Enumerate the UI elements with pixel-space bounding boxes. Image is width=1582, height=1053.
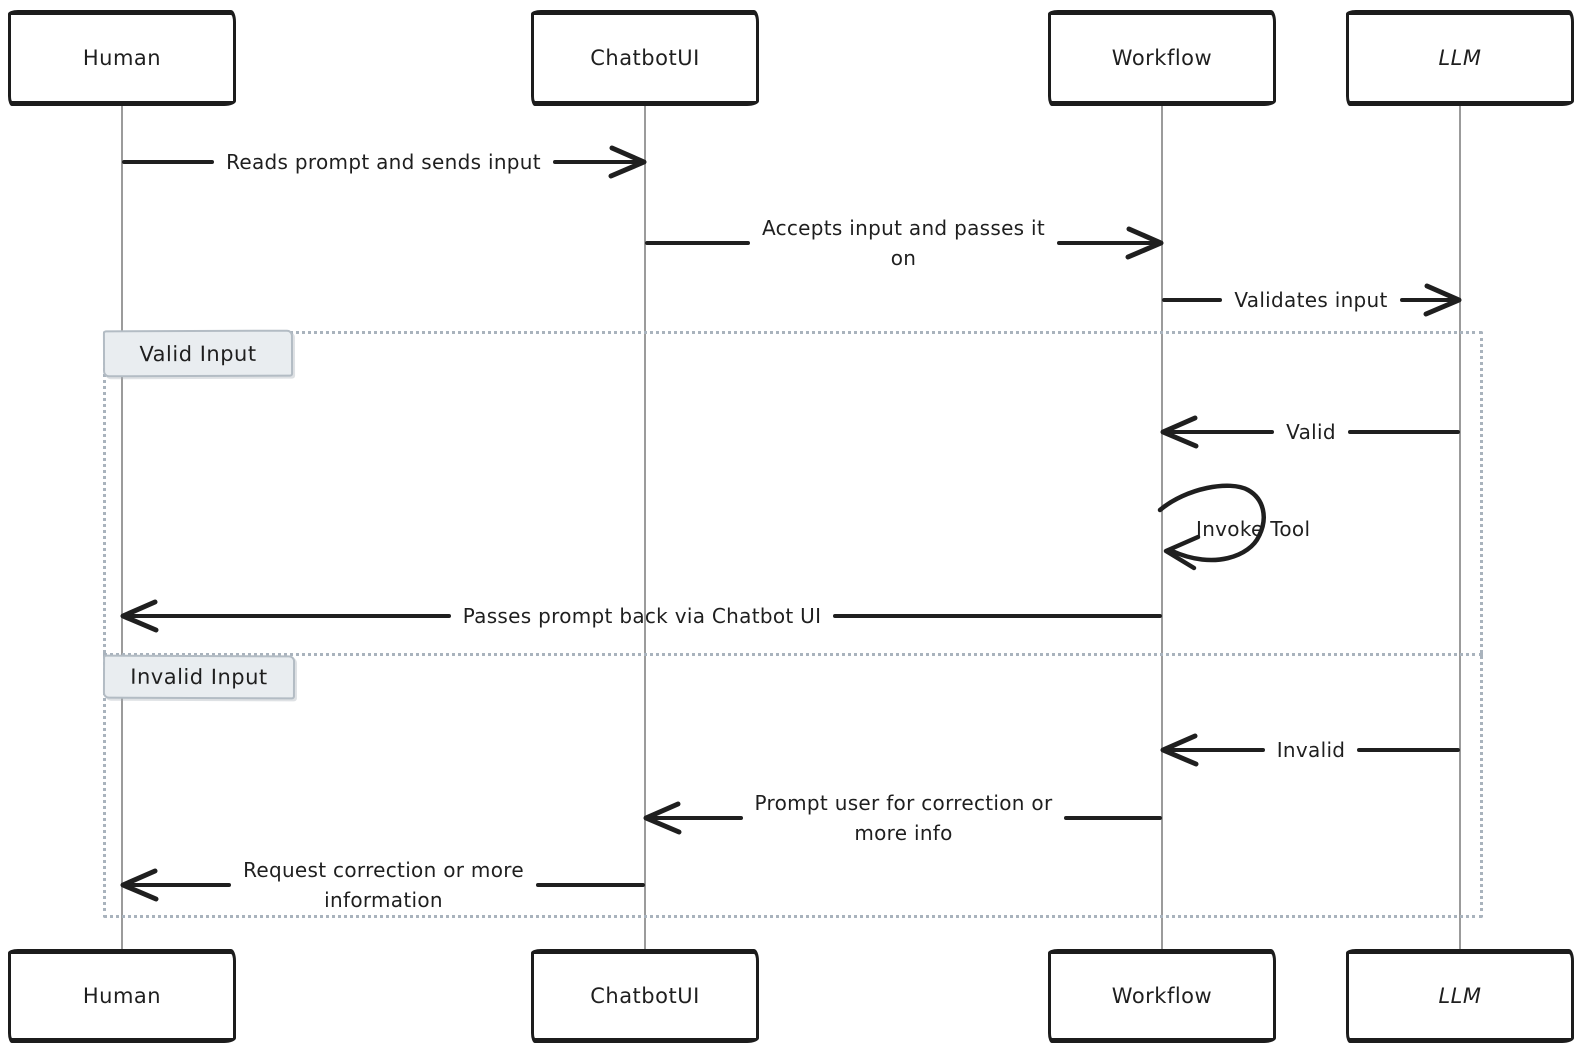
actor-box-llm-top: LLM	[1346, 10, 1574, 106]
actor-label-llm: LLM	[1438, 46, 1482, 70]
actor-box-workflow-top: Workflow	[1048, 10, 1276, 106]
message-request-correction: Request correction or more information	[120, 855, 646, 915]
alt-frame-divider	[103, 653, 1483, 656]
message-passes-prompt-back: Passes prompt back via Chatbot UI	[120, 599, 1163, 633]
arrowhead-left-icon	[118, 867, 162, 903]
message-line	[1162, 430, 1275, 434]
message-label: Validates input	[1234, 288, 1388, 312]
message-label: Valid	[1286, 420, 1336, 444]
lifeline-chatbotui	[644, 106, 646, 949]
message-line	[122, 614, 451, 618]
message-line	[1347, 430, 1461, 434]
alt-section-label-valid: Valid Input	[102, 329, 294, 378]
lifeline-llm	[1459, 106, 1461, 949]
message-line	[833, 614, 1163, 618]
actor-box-human-top: Human	[8, 10, 236, 106]
message-line	[1357, 748, 1461, 752]
alt-section-label-invalid-text: Invalid Input	[130, 664, 268, 690]
arrowhead-left-icon	[118, 598, 162, 634]
alt-section-label-invalid: Invalid Input	[102, 654, 296, 700]
message-label: Request correction or more information	[243, 858, 524, 912]
actor-box-human-bottom: Human	[8, 949, 236, 1043]
message-line	[1057, 241, 1163, 245]
actor-label-human: Human	[82, 46, 162, 70]
message-validates-input: Validates input	[1162, 283, 1462, 317]
arrowhead-right-icon	[605, 144, 649, 180]
actor-box-chatbotui-top: ChatbotUI	[531, 10, 759, 106]
message-invoke-tool: Invoke Tool	[1196, 517, 1311, 541]
actor-box-chatbotui-bottom: ChatbotUI	[531, 949, 759, 1043]
message-line	[1162, 748, 1265, 752]
alt-section-label-valid-text: Valid Input	[139, 341, 257, 366]
actor-label-workflow: Workflow	[1111, 984, 1213, 1008]
message-line	[122, 883, 232, 887]
message-prompt-user-correction: Prompt user for correction or more info	[643, 788, 1162, 848]
actor-label-chatbotui: ChatbotUI	[590, 984, 700, 1008]
arrowhead-left-icon	[1158, 732, 1202, 768]
message-label: Reads prompt and sends input	[226, 150, 541, 174]
message-line	[552, 160, 646, 164]
actor-label-human: Human	[82, 984, 162, 1008]
message-line	[122, 160, 215, 164]
arrowhead-right-icon	[1122, 225, 1166, 261]
self-loop-arrow-icon	[1156, 478, 1280, 582]
message-label: Accepts input and passes it on	[761, 216, 1046, 270]
actor-box-workflow-bottom: Workflow	[1048, 949, 1276, 1043]
message-accepts-input: Accepts input and passes it on	[645, 213, 1164, 273]
actor-label-chatbotui: ChatbotUI	[590, 46, 700, 70]
arrowhead-left-icon	[1158, 414, 1202, 450]
message-line	[1064, 816, 1162, 820]
message-label: Prompt user for correction or more info	[754, 791, 1053, 845]
message-invalid: Invalid	[1160, 733, 1461, 767]
actor-box-llm-bottom: LLM	[1346, 949, 1574, 1043]
message-line	[645, 241, 750, 245]
message-valid: Valid	[1160, 415, 1461, 449]
arrowhead-left-icon	[641, 800, 685, 836]
message-label: Passes prompt back via Chatbot UI	[462, 604, 822, 628]
message-label: Invalid	[1276, 738, 1346, 762]
message-line	[1399, 298, 1461, 302]
actor-label-workflow: Workflow	[1111, 46, 1213, 70]
alt-frame	[103, 331, 1483, 918]
message-reads-prompt: Reads prompt and sends input	[122, 145, 647, 179]
message-line	[535, 883, 646, 887]
message-line	[645, 816, 743, 820]
lifeline-workflow	[1161, 106, 1163, 949]
arrowhead-right-icon	[1420, 282, 1464, 318]
lifeline-human	[121, 106, 123, 949]
message-line	[1162, 298, 1223, 302]
actor-label-llm: LLM	[1438, 984, 1482, 1008]
